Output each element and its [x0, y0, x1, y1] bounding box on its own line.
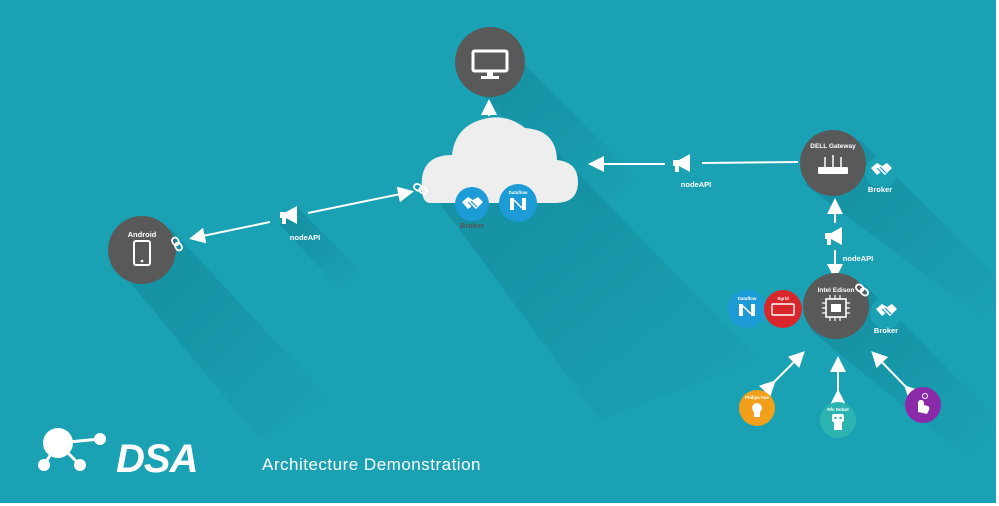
monitor-icon [471, 49, 509, 79]
cloud-dataflow-label: Dataflow [509, 190, 528, 195]
router-icon [818, 155, 848, 174]
molecule-icon [38, 428, 106, 471]
dell-gateway-node[interactable]: DELL Gateway [800, 130, 866, 196]
android-cloud-arrow-b [307, 186, 414, 214]
edison-dataflow-label: Dataflow [738, 296, 757, 301]
edison-sgrid-label: Sgrid [777, 296, 789, 301]
dsa-logo: DSA [38, 428, 198, 481]
edison-sgrid-badge[interactable]: Sgrid [764, 290, 802, 328]
edison-broker-badge[interactable] [870, 297, 902, 329]
intel-edison-node[interactable]: Intel Edison [803, 273, 869, 339]
nfc-robot-node[interactable]: Nfc Robot [820, 402, 856, 438]
dell-cloud-arrow-b [701, 161, 799, 164]
dell-link-label: nodeAPI [681, 180, 711, 189]
dell-broker-label: Broker [868, 185, 892, 194]
megaphone-shadow [280, 208, 360, 290]
touch-edison-arrow [871, 351, 922, 403]
edison-link-label: nodeAPI [843, 254, 873, 263]
cloud-broker-label: Broker [460, 221, 484, 230]
intel-edison-label: Intel Edison [818, 287, 855, 294]
sgrid-icon [771, 303, 795, 316]
lightbulb-icon [752, 403, 762, 417]
cloud-dataflow-badge[interactable]: Dataflow [499, 184, 537, 222]
robot-icon [832, 414, 844, 430]
cloud-broker-badge[interactable] [455, 187, 489, 221]
dell-broker-badge[interactable] [865, 156, 897, 188]
dell-gateway-label: DELL Gateway [810, 143, 856, 150]
cloud-node[interactable] [421, 117, 578, 203]
android-link-label: nodeAPI [290, 233, 320, 242]
android-shadow [120, 228, 330, 440]
phone-icon [133, 240, 151, 266]
philips-hue-node[interactable]: Philips hue [739, 390, 775, 426]
android-link-icon [171, 236, 183, 252]
philips-hue-label: Philips hue [745, 395, 770, 400]
android-node[interactable]: Android [108, 216, 176, 284]
logo-wordmark: DSA [116, 437, 197, 481]
android-cloud-arrow-a [189, 221, 271, 244]
megaphone-icon [825, 227, 842, 245]
nfc-robot-label: Nfc Robot [827, 407, 849, 412]
chip-icon [822, 295, 850, 321]
megaphone-icon [673, 154, 690, 172]
touch-node[interactable] [905, 387, 941, 423]
dataflow-icon [510, 198, 526, 210]
subtitle: Architecture Demonstration [262, 455, 481, 474]
cloud-link-icon [413, 182, 428, 195]
touch-icon [918, 393, 930, 414]
edison-link-icon [855, 283, 869, 297]
monitor-node[interactable] [455, 27, 525, 97]
edison-dataflow-badge[interactable]: Dataflow [728, 290, 766, 328]
android-label: Android [128, 230, 157, 239]
dataflow-icon [739, 304, 755, 316]
edison-broker-label: Broker [874, 326, 898, 335]
hue-edison-arrow [758, 351, 805, 398]
